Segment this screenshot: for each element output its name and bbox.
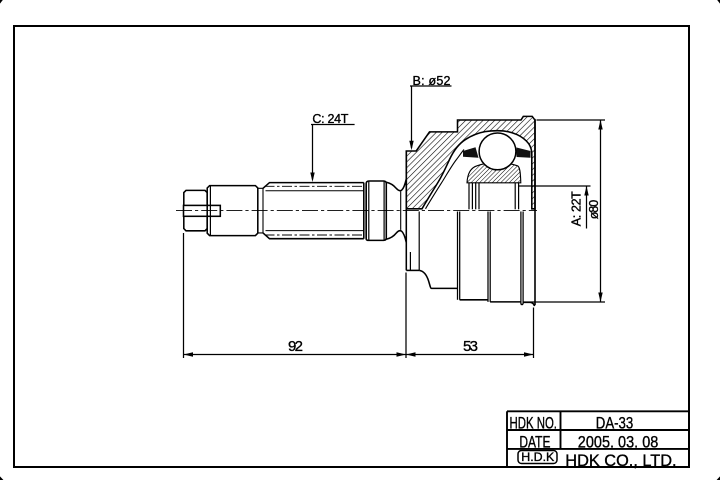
svg-text:DA-33: DA-33 <box>596 414 633 433</box>
svg-text:DATE: DATE <box>519 434 550 452</box>
svg-text:C: 24T: C: 24T <box>312 112 348 126</box>
svg-text:92: 92 <box>288 338 303 355</box>
svg-text:A: 22T: A: 22T <box>570 191 584 226</box>
svg-text:B: ø52: B: ø52 <box>413 74 451 88</box>
svg-text:HDK CO., LTD.: HDK CO., LTD. <box>565 452 676 470</box>
svg-text:ø80: ø80 <box>587 200 601 220</box>
svg-text:2005. 03. 08: 2005. 03. 08 <box>578 434 659 452</box>
svg-text:H.D.K: H.D.K <box>521 450 554 463</box>
svg-text:HDK NO.: HDK NO. <box>510 414 557 433</box>
svg-text:53: 53 <box>463 338 478 355</box>
